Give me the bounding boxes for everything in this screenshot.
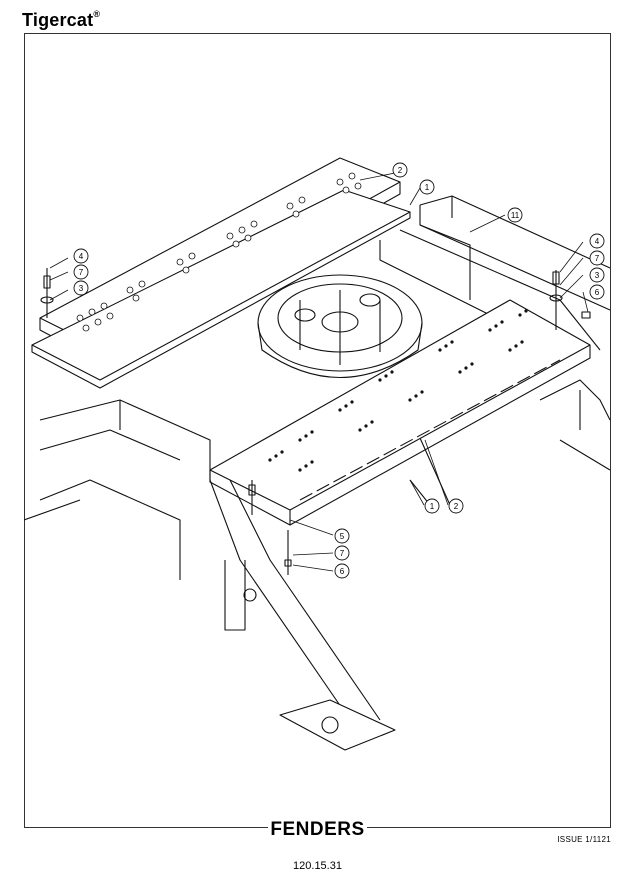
callout-numbers: 2 1 11 4 7 3 4 7 3 6 1 2 5 7 6: [79, 166, 600, 576]
brand-logo: Tigercat®: [22, 9, 101, 30]
leader-lines: [49, 171, 589, 572]
callout-4-right: [589, 233, 605, 249]
callout-1-upper: [419, 179, 435, 195]
page-title: FENDERS: [268, 819, 367, 840]
perforations-right: [268, 309, 528, 472]
svg-text:5: 5: [340, 532, 345, 541]
turntable: [257, 274, 423, 379]
left-fender-plate: [31, 157, 411, 389]
callout-4-left: [73, 248, 89, 264]
perforations-left: [76, 172, 362, 332]
svg-text:2: 2: [398, 166, 403, 175]
callout-7-right: [589, 250, 605, 266]
svg-text:7: 7: [79, 268, 84, 277]
svg-text:7: 7: [340, 549, 345, 558]
callout-11: [507, 207, 523, 223]
svg-text:3: 3: [595, 271, 600, 280]
svg-text:1: 1: [425, 183, 430, 192]
svg-text:6: 6: [340, 567, 345, 576]
hardware-bottom: [248, 480, 292, 575]
page-number: 120.15.31: [293, 860, 342, 872]
svg-text:4: 4: [595, 237, 600, 246]
fenders-exploded-drawing: 2 1 11 4 7 3 4 7 3 6 1 2 5 7 6: [24, 157, 611, 751]
svg-text:3: 3: [79, 284, 84, 293]
svg-text:6: 6: [595, 288, 600, 297]
svg-text:7: 7: [595, 254, 600, 263]
svg-text:11: 11: [511, 211, 520, 220]
callout-2-lower: [448, 498, 464, 514]
hardware-right: [549, 270, 591, 330]
callout-5: [334, 528, 350, 544]
callout-balloons: [73, 162, 605, 579]
svg-text:2: 2: [454, 502, 459, 511]
svg-text:1: 1: [430, 502, 435, 511]
callout-6-right: [589, 284, 605, 300]
callout-3-left: [73, 280, 89, 296]
callout-1-lower: [424, 498, 440, 514]
svg-text:4: 4: [79, 252, 84, 261]
right-fender-plate: [209, 299, 591, 526]
stabilizer-leg: [209, 479, 396, 751]
callout-2-upper: [392, 162, 408, 178]
callout-7-bottom: [334, 545, 350, 561]
hardware-left: [40, 268, 54, 318]
callout-6-bottom: [334, 563, 350, 579]
issue-label: ISSUE 1/1121: [557, 835, 611, 844]
callout-7-left: [73, 264, 89, 280]
callout-3-right: [589, 267, 605, 283]
